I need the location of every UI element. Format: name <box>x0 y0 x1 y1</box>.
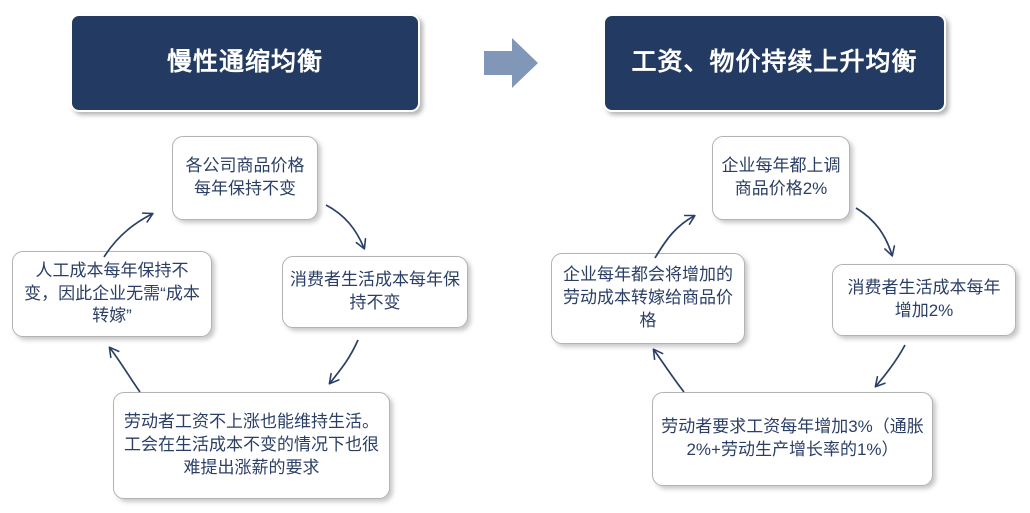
arrow-right-wage-to-cost <box>652 348 685 393</box>
node-left-wages: 劳动者工资不上涨也能维持生活。工会在生活成本不变的情况下也很难提出涨薪的要求 <box>113 392 390 499</box>
node-right-cost-passthrough-label: 企业每年都会将增加的劳动成本转嫁给商品价格 <box>563 265 733 330</box>
header-banner-right: 工资、物价持续上升均衡 <box>603 14 946 112</box>
node-left-living-cost: 消费者生活成本每年保持不变 <box>282 256 468 328</box>
node-left-prices: 各公司商品价格每年保持不变 <box>172 136 318 220</box>
node-right-wage-demand: 劳动者要求工资每年增加3%（通胀2%+劳动生产增长率的1%） <box>652 392 933 486</box>
arrow-right-living-to-wage <box>874 344 906 388</box>
node-left-labor-cost-label: 人工成本每年保持不变，因此企业无需“成本转嫁” <box>24 260 200 326</box>
node-right-prices: 企业每年都上调商品价格2% <box>712 136 850 220</box>
node-left-living-cost-label: 消费者生活成本每年保持不变 <box>290 270 460 312</box>
node-left-labor-cost: 人工成本每年保持不变，因此企业无需“成本转嫁” <box>12 251 212 337</box>
header-left-label: 慢性通缩均衡 <box>166 48 323 77</box>
node-right-prices-label: 企业每年都上调商品价格2% <box>721 156 841 198</box>
arrow-right-cost-to-prices <box>654 214 696 259</box>
node-right-wage-demand-label: 劳动者要求工资每年增加3%（通胀2%+劳动生产增长率的1%） <box>661 417 924 459</box>
arrow-right-prices-to-living <box>855 207 896 257</box>
arrow-left-living-to-wages <box>328 339 359 385</box>
node-right-living-cost-label: 消费者生活成本每年增加2% <box>847 278 1001 320</box>
arrow-left-wages-to-labor <box>108 346 141 393</box>
header-banner-left: 慢性通缩均衡 <box>70 14 420 112</box>
arrow-left-prices-to-living <box>325 204 367 250</box>
node-left-prices-label: 各公司商品价格每年保持不变 <box>185 156 305 198</box>
header-right-label: 工资、物价持续上升均衡 <box>631 48 918 77</box>
node-right-living-cost: 消费者生活成本每年增加2% <box>832 264 1016 336</box>
node-left-wages-label: 劳动者工资不上涨也能维持生活。工会在生活成本不变的情况下也很难提出涨薪的要求 <box>124 412 379 477</box>
node-right-cost-passthrough: 企业每年都会将增加的劳动成本转嫁给商品价格 <box>551 253 745 344</box>
right-block-arrow-icon <box>484 38 538 88</box>
